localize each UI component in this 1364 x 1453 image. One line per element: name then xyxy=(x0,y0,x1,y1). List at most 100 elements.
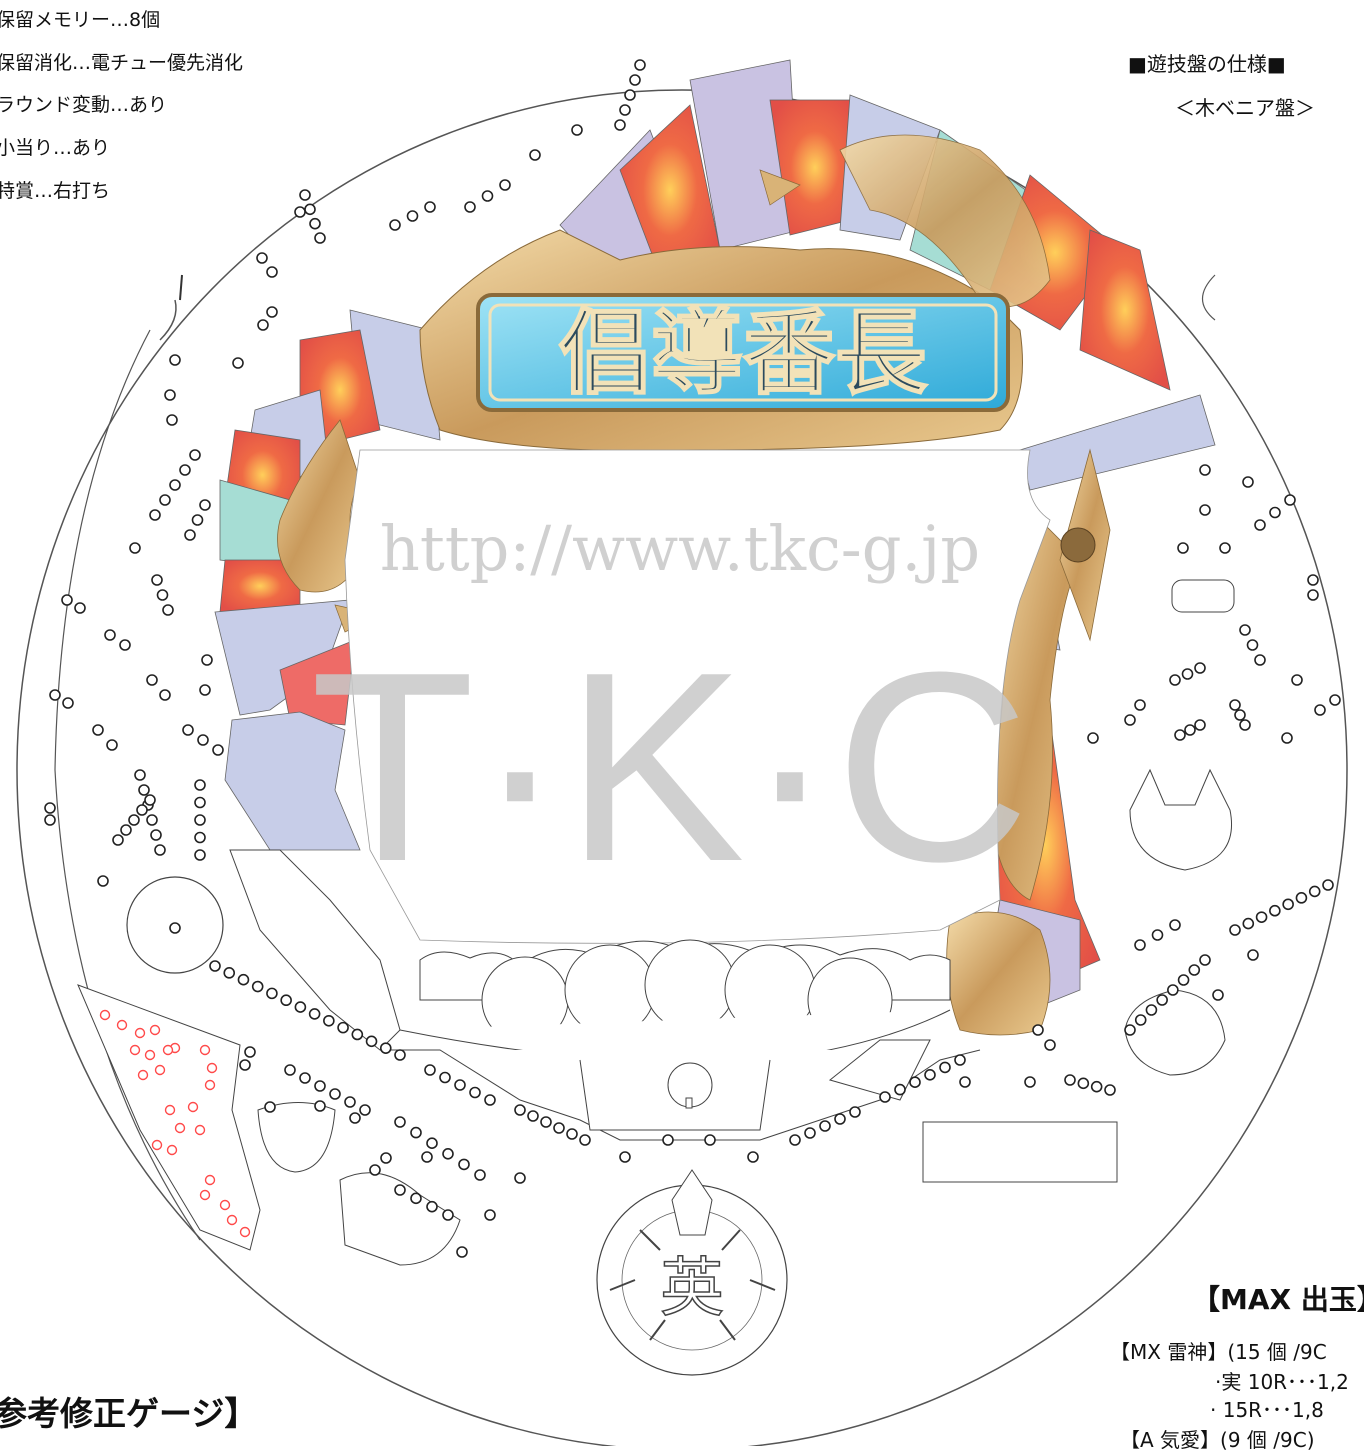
logo-panel xyxy=(476,293,1010,412)
nail xyxy=(704,1134,716,1146)
nail xyxy=(201,654,213,666)
red-nail-layer xyxy=(99,1009,251,1238)
nail xyxy=(406,210,419,222)
bottom-medallion: 英 xyxy=(596,1169,788,1376)
nail xyxy=(481,190,494,202)
nail xyxy=(299,1072,311,1084)
red-nail xyxy=(199,1189,211,1201)
nail xyxy=(1194,662,1206,674)
nail xyxy=(97,875,109,887)
nail xyxy=(49,689,61,701)
nail xyxy=(1044,1039,1056,1051)
nail xyxy=(662,1134,674,1146)
nail xyxy=(1246,639,1259,651)
red-nail xyxy=(137,1069,149,1081)
nail xyxy=(410,1192,422,1205)
nail xyxy=(184,529,196,541)
nail xyxy=(212,744,224,756)
nail xyxy=(442,1209,454,1221)
nail xyxy=(1181,668,1194,680)
launch-stopper xyxy=(179,274,183,301)
nail xyxy=(894,1083,906,1096)
red-nail xyxy=(239,1226,251,1238)
nail xyxy=(484,1094,496,1106)
guide-rail-inner xyxy=(159,299,177,341)
nail xyxy=(909,1076,921,1088)
nail xyxy=(154,844,166,856)
nail xyxy=(1254,519,1266,531)
nail xyxy=(359,1104,371,1116)
nail xyxy=(1199,954,1211,966)
nail xyxy=(566,1128,578,1140)
red-nail xyxy=(164,1104,176,1116)
big-attacker xyxy=(922,1121,1118,1183)
red-nail xyxy=(219,1199,231,1211)
nail xyxy=(1234,709,1246,721)
nail xyxy=(464,201,476,213)
nail xyxy=(256,252,268,264)
nail xyxy=(439,1071,451,1084)
nail xyxy=(424,201,436,213)
nail xyxy=(1308,885,1321,898)
nail xyxy=(1134,1014,1147,1026)
nail xyxy=(237,973,250,986)
nail xyxy=(182,724,194,736)
nail xyxy=(1254,654,1266,666)
nail xyxy=(1077,1077,1090,1090)
nail xyxy=(162,604,174,616)
nail xyxy=(514,1172,526,1184)
nail xyxy=(149,509,161,521)
red-nail xyxy=(99,1009,111,1021)
nail xyxy=(458,1158,470,1171)
nail xyxy=(1229,699,1241,711)
nail xyxy=(314,1080,326,1092)
nail xyxy=(194,831,206,844)
nail xyxy=(1174,729,1186,741)
nail xyxy=(1239,719,1251,731)
nail xyxy=(424,1064,436,1076)
nail xyxy=(1188,964,1201,976)
max-payout-title: 【MAX 出玉】 xyxy=(1192,1283,1364,1316)
nail xyxy=(199,684,211,696)
nail xyxy=(169,354,181,366)
nail xyxy=(169,922,181,934)
nail xyxy=(380,1152,392,1164)
nail xyxy=(365,1035,378,1048)
max-line-2: ·実 10R･･･1,2 xyxy=(1215,1370,1349,1394)
watermark-url: http://www.tkc-g.jp xyxy=(380,512,980,585)
nail-layer xyxy=(44,59,1341,1258)
nail xyxy=(1151,929,1164,941)
nail xyxy=(62,697,74,709)
nail xyxy=(1145,1004,1158,1016)
nail xyxy=(119,639,131,651)
nail xyxy=(74,602,86,614)
nail xyxy=(199,499,211,511)
nail xyxy=(146,674,158,686)
nail xyxy=(1169,919,1181,931)
nail xyxy=(197,734,209,746)
guide-rail xyxy=(54,329,201,1241)
nail xyxy=(614,119,626,131)
red-nail xyxy=(162,1044,174,1056)
nail xyxy=(1087,732,1099,744)
right-rail-cap xyxy=(1201,274,1216,321)
nail xyxy=(239,1059,251,1071)
red-nail xyxy=(129,1044,141,1056)
nail xyxy=(379,1042,392,1054)
nail xyxy=(619,104,631,116)
red-nail xyxy=(149,1024,161,1036)
spec-hold-memory: 保留メモリー…8個 xyxy=(0,9,161,31)
nail xyxy=(61,594,73,606)
nail xyxy=(469,1086,481,1099)
nail xyxy=(92,724,104,736)
red-nail xyxy=(187,1101,199,1113)
nail xyxy=(294,1001,307,1013)
nail xyxy=(619,1151,631,1163)
nail xyxy=(1322,879,1334,891)
nail xyxy=(1307,589,1319,601)
nail xyxy=(164,389,176,401)
max-line-3: · 15R･･･1,8 xyxy=(1210,1398,1324,1422)
lcd-window xyxy=(344,449,1051,944)
nail xyxy=(194,849,206,861)
